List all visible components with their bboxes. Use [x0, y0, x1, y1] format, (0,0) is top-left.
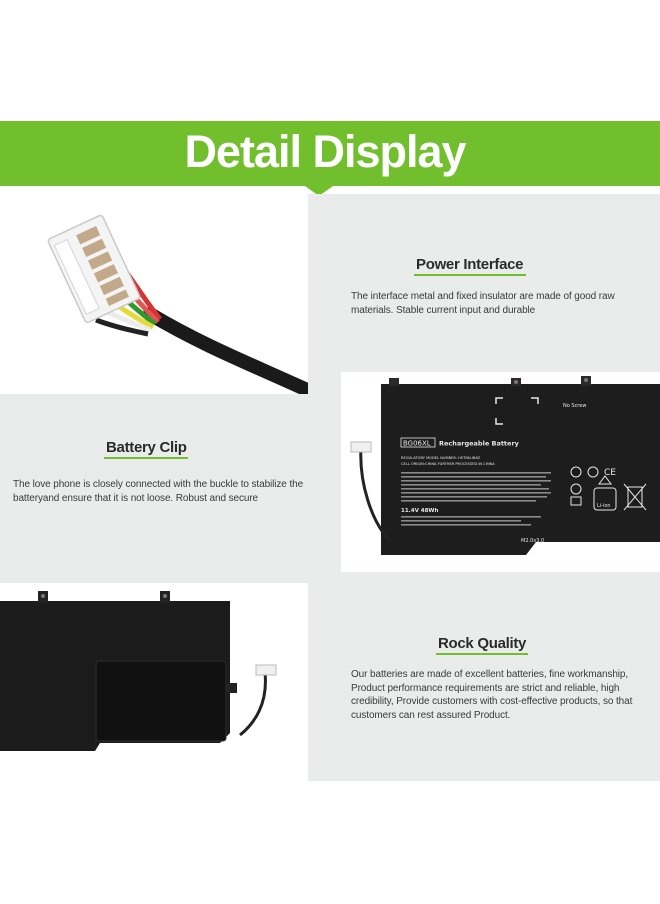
battery-label-image: BG06XL Rechargeable Battery No Screw REG…: [341, 372, 660, 572]
battery-spec: 11.4V 48Wh: [401, 508, 438, 514]
rock-quality-heading: Rock Quality: [438, 635, 527, 652]
battery-clip-underline: [104, 457, 188, 459]
certification-icons: CE: [570, 466, 647, 511]
svg-text:CE: CE: [604, 468, 616, 478]
li-ion-label: Li-ion: [597, 503, 611, 509]
no-screw-label: No Screw: [563, 403, 586, 409]
screw-size: M2.0x3.0: [521, 538, 544, 544]
battery-illustration: BG06XL Rechargeable Battery No Screw REG…: [350, 376, 660, 555]
regulatory-number: REGULATORY MODEL NUMBER: HSTNN-IB6Z: [401, 456, 481, 460]
battery-back-image: [0, 583, 308, 781]
cell-origin: CELL ORIGIN:CHINA FURTHER PROCESSED IN C…: [401, 462, 495, 466]
battery-title: Rechargeable Battery: [439, 440, 520, 448]
connector-illustration: [47, 214, 308, 394]
power-interface-description: The interface metal and fixed insulator …: [351, 291, 615, 316]
power-interface-underline: [414, 274, 526, 276]
rock-quality-description: Our batteries are made of excellent batt…: [351, 669, 633, 721]
connector-image: [0, 194, 308, 394]
rock-quality-underline: [436, 653, 528, 655]
battery-clip-heading: Battery Clip: [106, 439, 187, 456]
battery-back-illustration: [0, 591, 277, 751]
banner-title: Detail Display: [184, 126, 466, 177]
power-interface-heading: Power Interface: [416, 256, 524, 273]
banner-notch: [305, 186, 333, 196]
battery-model: BG06XL: [403, 440, 431, 448]
banner: [0, 121, 660, 186]
battery-clip-description: The love phone is closely connected with…: [13, 479, 304, 504]
